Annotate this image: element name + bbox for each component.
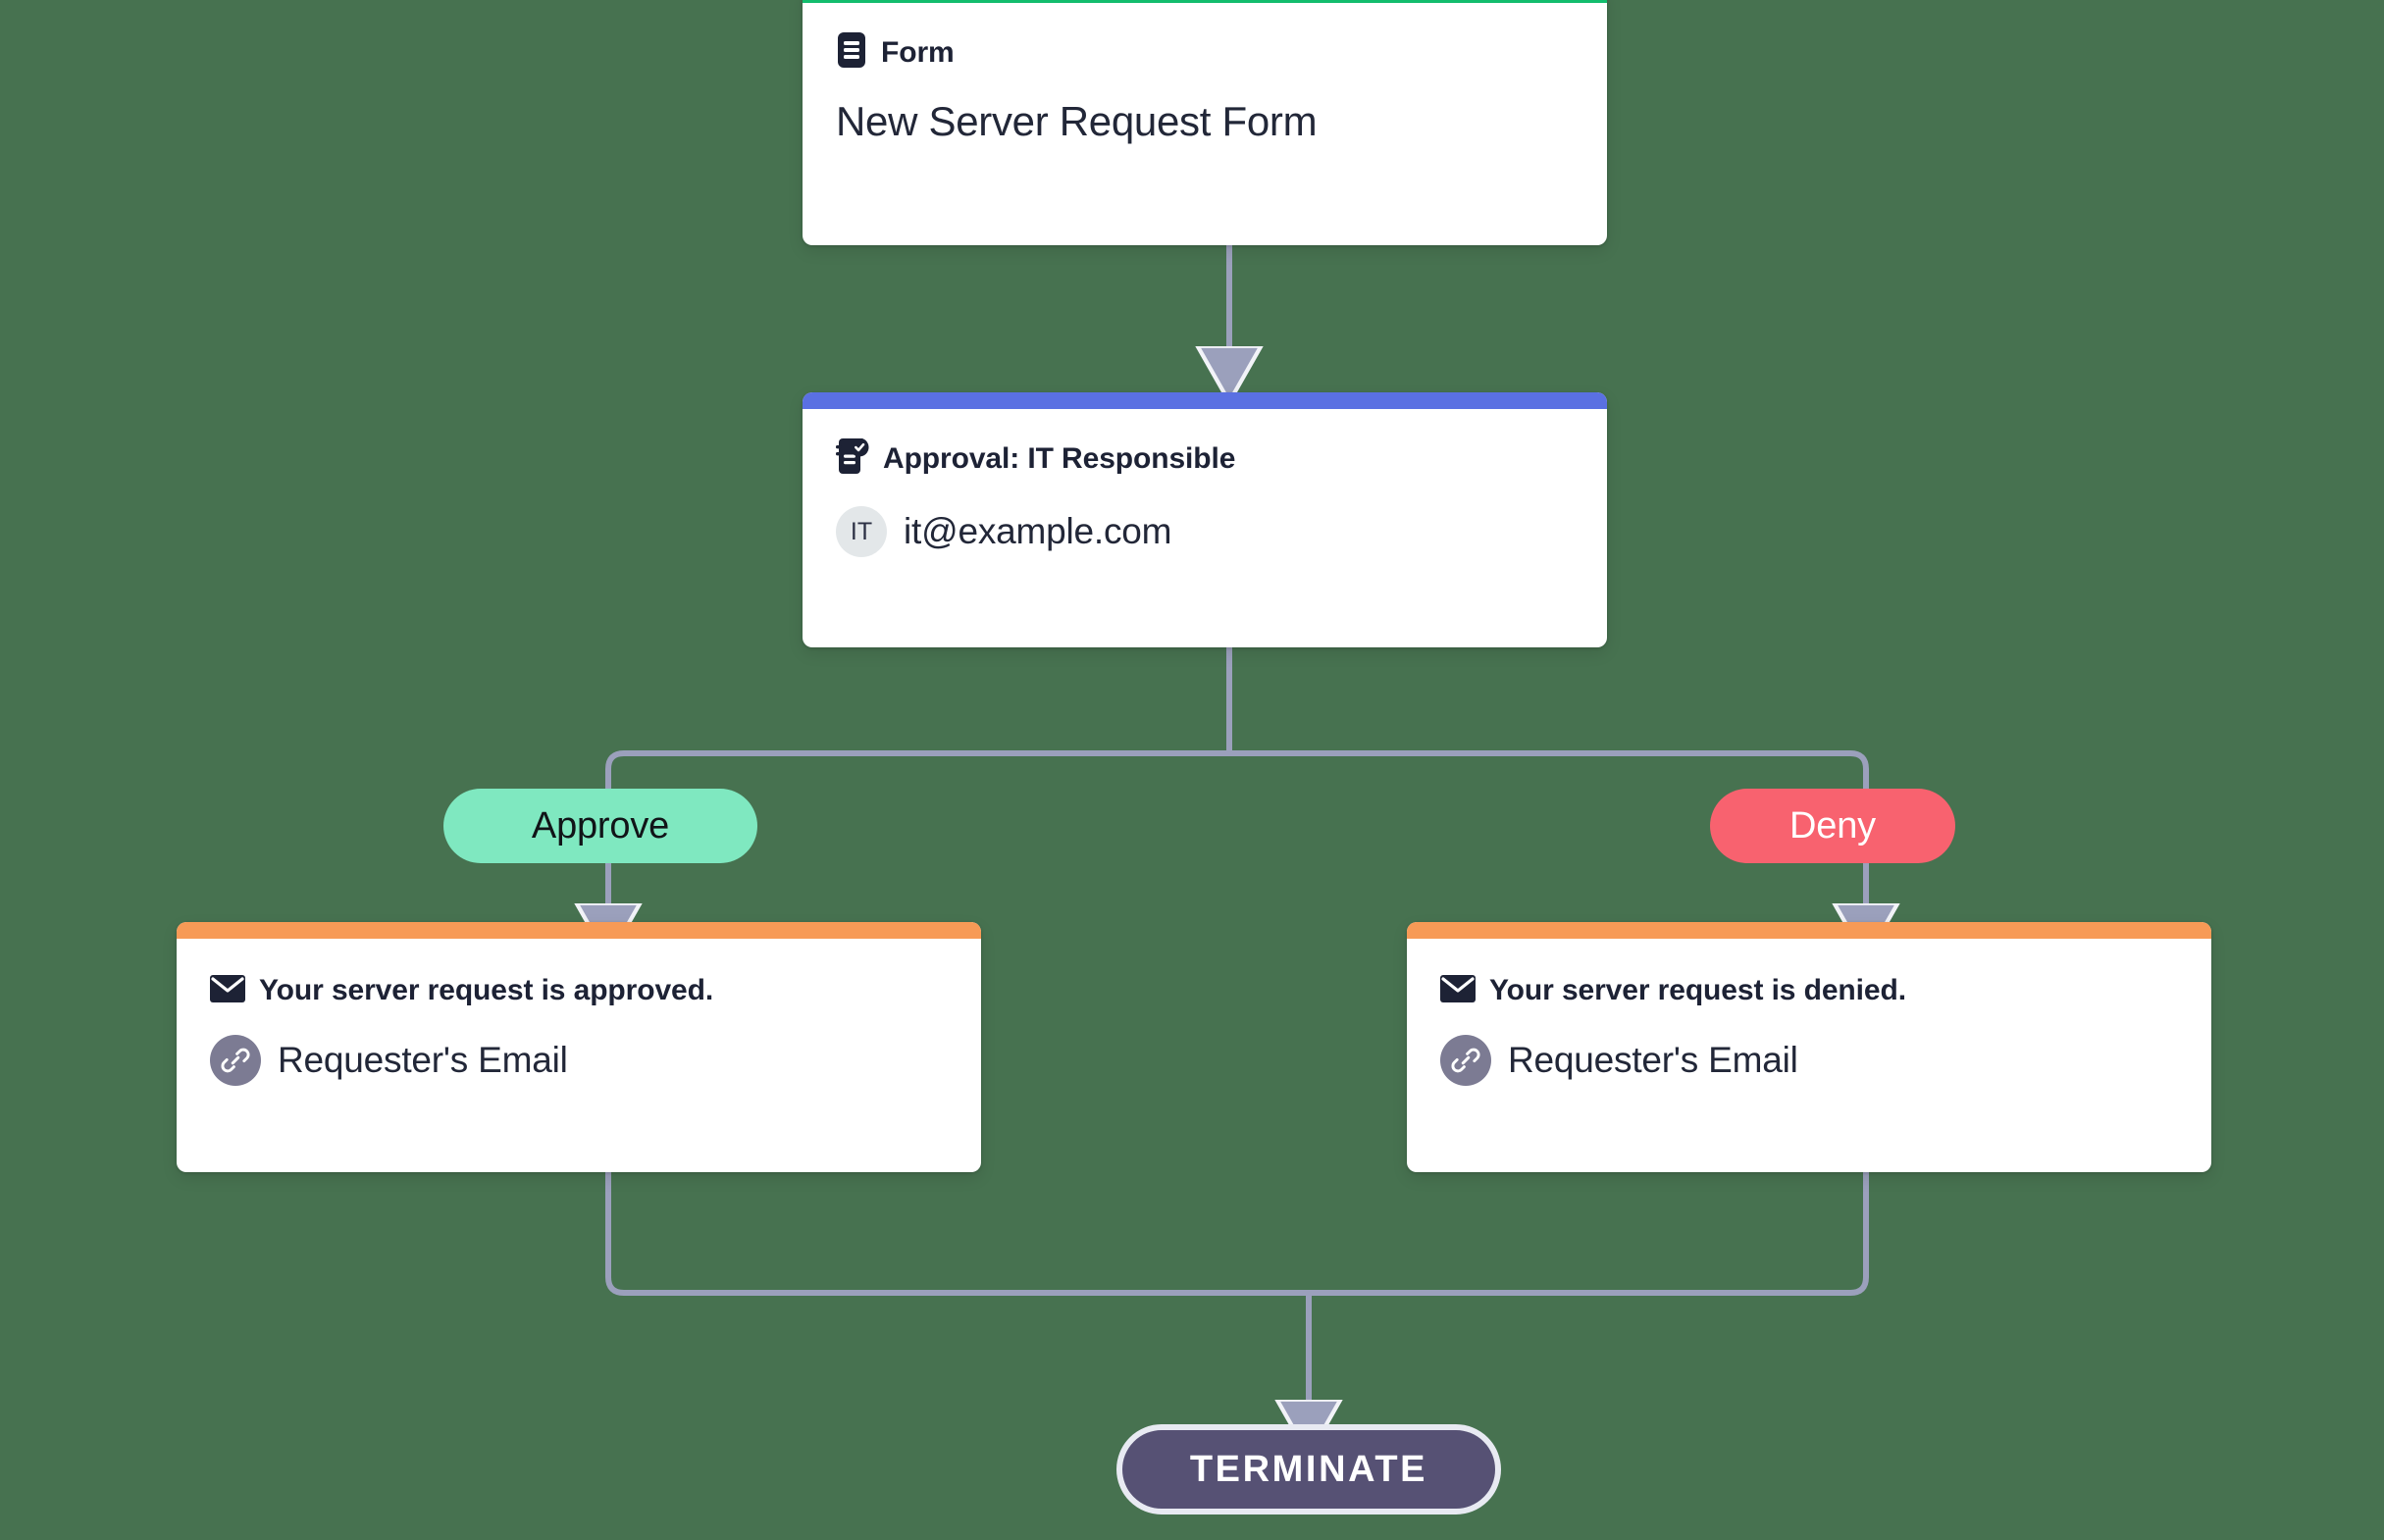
- form-accent-bar: [803, 0, 1607, 3]
- form-icon: [836, 32, 867, 73]
- node-terminate[interactable]: TERMINATE: [1116, 1424, 1501, 1514]
- approval-type-label: Approval: IT Responsible: [883, 441, 1236, 475]
- branch-deny-text: Deny: [1789, 804, 1876, 847]
- approval-accent-bar: [803, 392, 1607, 409]
- branch-label-approve[interactable]: Approve: [443, 789, 757, 863]
- node-approval[interactable]: Approval: IT Responsible IT it@example.c…: [803, 392, 1607, 647]
- edge-denied-email-to-merge: [1306, 1169, 1869, 1296]
- email-denied-recipient: Requester's Email: [1508, 1040, 1798, 1080]
- email-approved-subject: Your server request is approved.: [259, 974, 714, 1006]
- node-email-approved[interactable]: Your server request is approved. Request…: [177, 922, 981, 1172]
- branch-approve-text: Approve: [531, 804, 670, 847]
- form-title: New Server Request Form: [836, 98, 1318, 144]
- node-form[interactable]: Form New Server Request Form: [803, 0, 1607, 245]
- approval-assignee-email: it@example.com: [904, 511, 1172, 551]
- email-denied-accent-bar: [1407, 922, 2211, 939]
- envelope-icon: [1440, 974, 1476, 1007]
- link-icon: [1440, 1035, 1491, 1086]
- form-type-label: Form: [881, 35, 955, 69]
- terminate-label: TERMINATE: [1189, 1448, 1428, 1490]
- branch-label-deny[interactable]: Deny: [1710, 789, 1955, 863]
- envelope-icon: [210, 974, 245, 1007]
- approval-clipboard-check-icon: [836, 437, 869, 479]
- link-icon: [210, 1035, 261, 1086]
- edge-approved-email-to-merge: [605, 1169, 1312, 1296]
- email-approved-accent-bar: [177, 922, 981, 939]
- email-approved-recipient: Requester's Email: [278, 1040, 568, 1080]
- avatar: IT: [836, 506, 887, 557]
- node-email-denied[interactable]: Your server request is denied. Requester…: [1407, 922, 2211, 1172]
- email-denied-subject: Your server request is denied.: [1489, 974, 1906, 1006]
